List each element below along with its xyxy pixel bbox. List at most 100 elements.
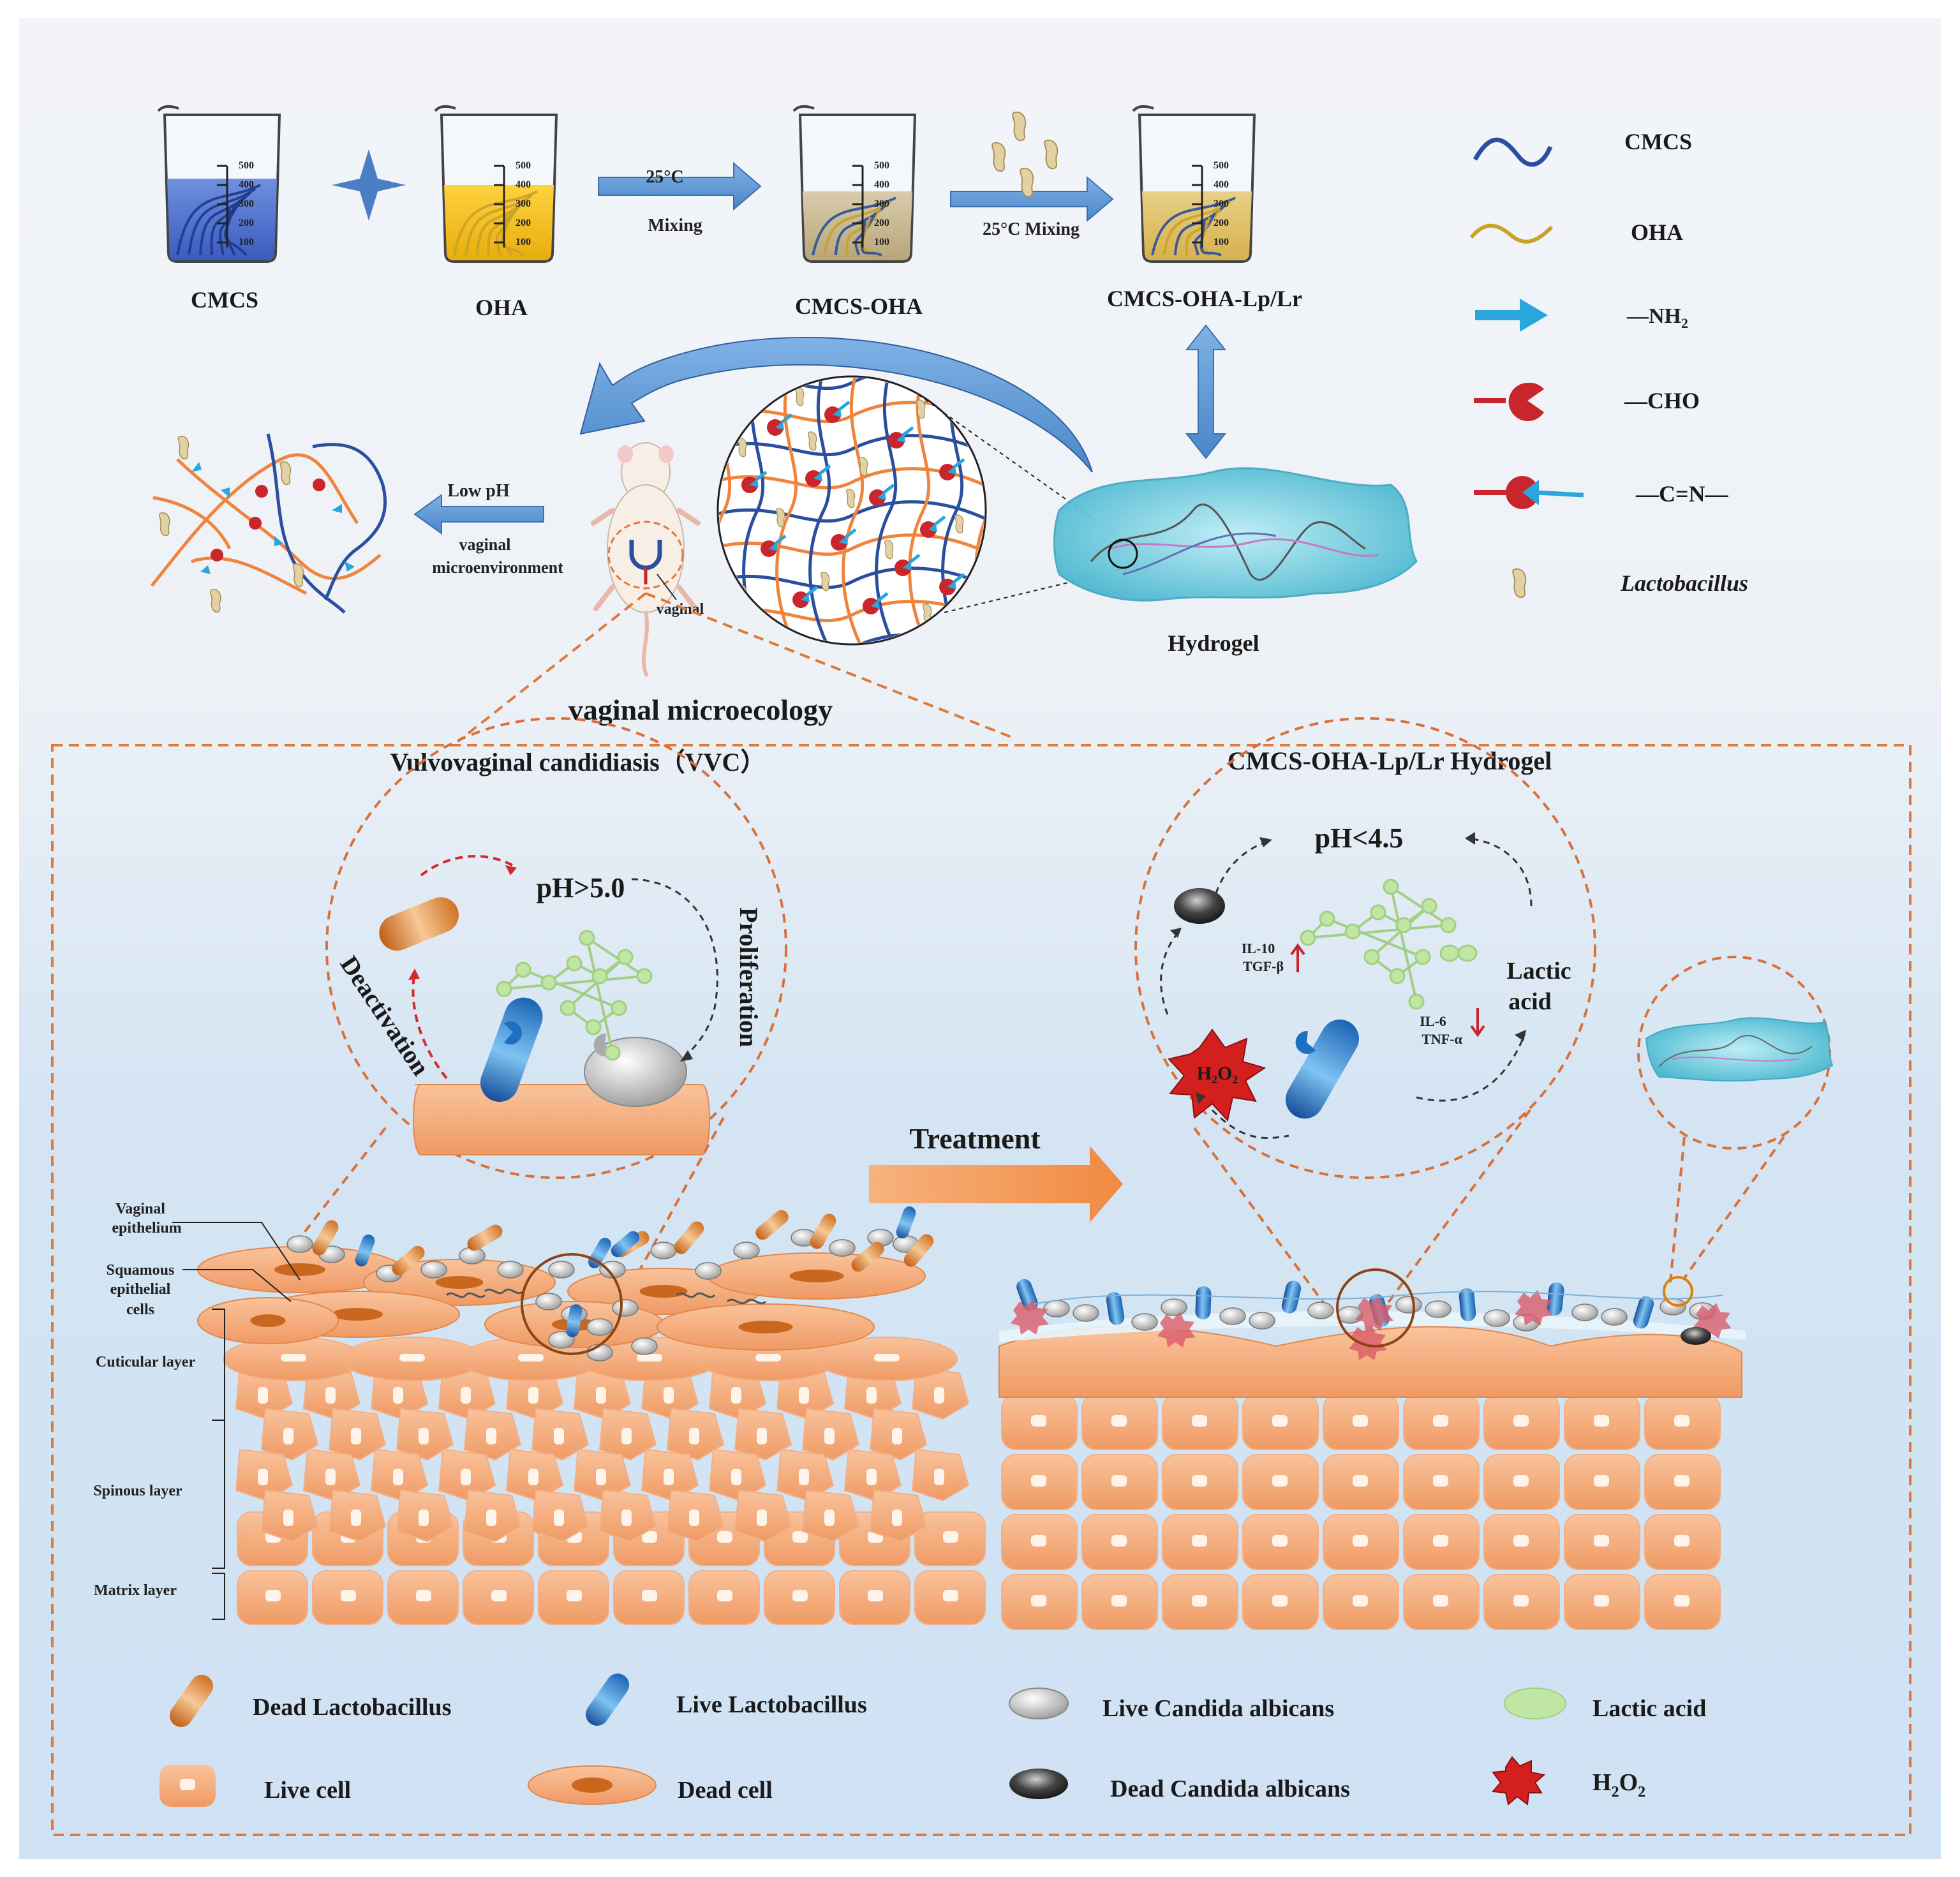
- lactic-label-2: acid: [1508, 988, 1552, 1015]
- final-product-label: CMCS-OHA-Lp/Lr: [1107, 286, 1302, 311]
- mix-temp-label: 25°C: [646, 167, 683, 187]
- ph-high-label: pH>5.0: [537, 872, 625, 903]
- squamous-label-1: Squamous: [107, 1262, 175, 1279]
- lactic-acid-icon: [1504, 1688, 1566, 1719]
- svg-text:400: 400: [239, 179, 254, 190]
- degraded-network: [151, 433, 387, 614]
- epithelium-label-1: Vaginal: [115, 1201, 165, 1217]
- svg-text:100: 100: [239, 237, 254, 248]
- svg-text:300: 300: [1214, 198, 1229, 209]
- treated-tissue-block: [999, 1268, 1746, 1630]
- oha-line-icon: [1469, 223, 1554, 244]
- svg-text:500: 500: [516, 160, 531, 171]
- mix-word-label: Mixing: [648, 216, 702, 235]
- lactobacillus-icon: [1512, 568, 1527, 598]
- top-legend: CMCS OHA —NH2 —CHO —C=N— Lactobacillus: [1469, 129, 1748, 598]
- legend-live-candida: Live Candida albicans: [1102, 1695, 1334, 1722]
- matrix-label: Matrix layer: [94, 1582, 177, 1599]
- svg-text:100: 100: [874, 237, 889, 248]
- beaker-icon: 500 400 300 200 100: [792, 105, 917, 263]
- hydrogel-zoom-circle: H₂O₂: [1134, 717, 1596, 1179]
- svg-text:400: 400: [874, 179, 889, 190]
- lactobacillus-icon: [991, 142, 1006, 172]
- il6-label: IL-6: [1420, 1013, 1446, 1029]
- legend-live-cell: Live cell: [264, 1777, 351, 1804]
- legend-live-lacto: Live Lactobacillus: [676, 1691, 867, 1718]
- svg-text:300: 300: [874, 198, 889, 209]
- svg-text:200: 200: [1214, 218, 1229, 228]
- il10-label: IL-10: [1242, 940, 1275, 956]
- cmcs-oha-label: CMCS-OHA: [795, 293, 923, 319]
- legend-cn: —C=N—: [1635, 481, 1729, 507]
- mouse-icon: [591, 442, 701, 678]
- svg-text:500: 500: [874, 160, 889, 171]
- vvc-tissue-block: [197, 1206, 986, 1625]
- bottom-dashed-frame: [51, 744, 1912, 1836]
- svg-text:100: 100: [516, 237, 531, 248]
- hydrogel-icon: [1053, 467, 1418, 602]
- beaker-icon: 500 400 300 200 100: [434, 105, 558, 263]
- arrow-icon: [950, 175, 1114, 223]
- oha-beaker-label: OHA: [475, 295, 528, 320]
- h2o2-legend-icon: [1491, 1756, 1546, 1806]
- legend-dead-lacto: Dead Lactobacillus: [253, 1694, 451, 1721]
- lactic-label-1: Lactic: [1506, 958, 1571, 984]
- curved-arrow-icon: [579, 337, 1093, 473]
- tnf-label: TNF-α: [1422, 1031, 1462, 1047]
- legend-cho: —CHO: [1624, 388, 1700, 413]
- svg-text:400: 400: [1214, 179, 1229, 190]
- legend-lactobacillus: Lactobacillus: [1620, 570, 1748, 596]
- nh2-arrow-icon: [1475, 299, 1548, 332]
- svg-text:100: 100: [1214, 237, 1229, 248]
- mouse-vaginal-label: vaginal: [657, 601, 704, 618]
- lactobacillus-icon: [1020, 167, 1034, 198]
- svg-text:500: 500: [239, 160, 254, 171]
- live-lactobacillus-icon: [585, 1673, 630, 1726]
- legend-dead-cell: Dead cell: [678, 1777, 773, 1804]
- legend-cmcs: CMCS: [1624, 129, 1692, 154]
- vaginal-microecology-label: vaginal microecology: [568, 694, 833, 726]
- synthesis-row: 500 400 300 200 100 500 400 300 200 100 500 400 300 2…: [157, 105, 1256, 263]
- low-ph-arrow-icon: [413, 494, 544, 535]
- cho-icon: [1508, 382, 1544, 421]
- legend-oha: OHA: [1631, 219, 1683, 245]
- env-line1: vaginal: [459, 535, 511, 554]
- hydrogel-panel-title: CMCS-OHA-Lp/Lr Hydrogel: [1228, 746, 1552, 775]
- beaker-icon: 500 400 300 200 100: [1132, 105, 1256, 263]
- dead-lactobacillus-icon: [169, 1675, 214, 1727]
- epithelium-label-2: epithelium: [112, 1220, 181, 1236]
- svg-text:400: 400: [516, 179, 531, 190]
- squamous-label-3: cells: [126, 1302, 154, 1318]
- proliferation-label: Proliferation: [734, 907, 763, 1047]
- legend-dead-candida: Dead Candida albicans: [1110, 1776, 1350, 1802]
- cmcs-line-icon: [1473, 137, 1553, 167]
- live-candida-icon: [1009, 1688, 1069, 1719]
- cmcs-beaker-label: CMCS: [191, 287, 258, 313]
- h2o2-badge: H₂O₂: [1197, 1063, 1238, 1084]
- svg-text:300: 300: [516, 198, 531, 209]
- dead-candida-icon: [1009, 1769, 1068, 1799]
- cuticular-label: Cuticular layer: [96, 1354, 196, 1370]
- gel-zoom-circle: [1637, 956, 1834, 1150]
- bottom-legend: Dead Lactobacillus Live Lactobacillus Li…: [160, 1673, 1706, 1807]
- vvc-zoom-circle: [325, 717, 787, 1179]
- svg-text:500: 500: [1214, 160, 1229, 171]
- treatment-label: Treatment: [909, 1122, 1041, 1155]
- svg-text:200: 200: [516, 218, 531, 228]
- double-arrow-icon: [1185, 324, 1227, 459]
- svg-text:300: 300: [239, 198, 254, 209]
- spinous-label: Spinous layer: [93, 1483, 182, 1499]
- env-line2: microenvironment: [432, 558, 563, 577]
- treatment-arrow-icon: [869, 1146, 1123, 1222]
- svg-text:200: 200: [874, 218, 889, 228]
- lactobacillus-icon: [1012, 111, 1027, 142]
- arrow-icon: [598, 161, 762, 211]
- ph-low-label: pH<4.5: [1315, 822, 1404, 854]
- h2o2-icon: [1168, 1028, 1266, 1122]
- legend-nh2: —NH2: [1626, 304, 1688, 331]
- hydrogel-label: Hydrogel: [1168, 630, 1259, 656]
- legend-lactic: Lactic acid: [1592, 1695, 1706, 1722]
